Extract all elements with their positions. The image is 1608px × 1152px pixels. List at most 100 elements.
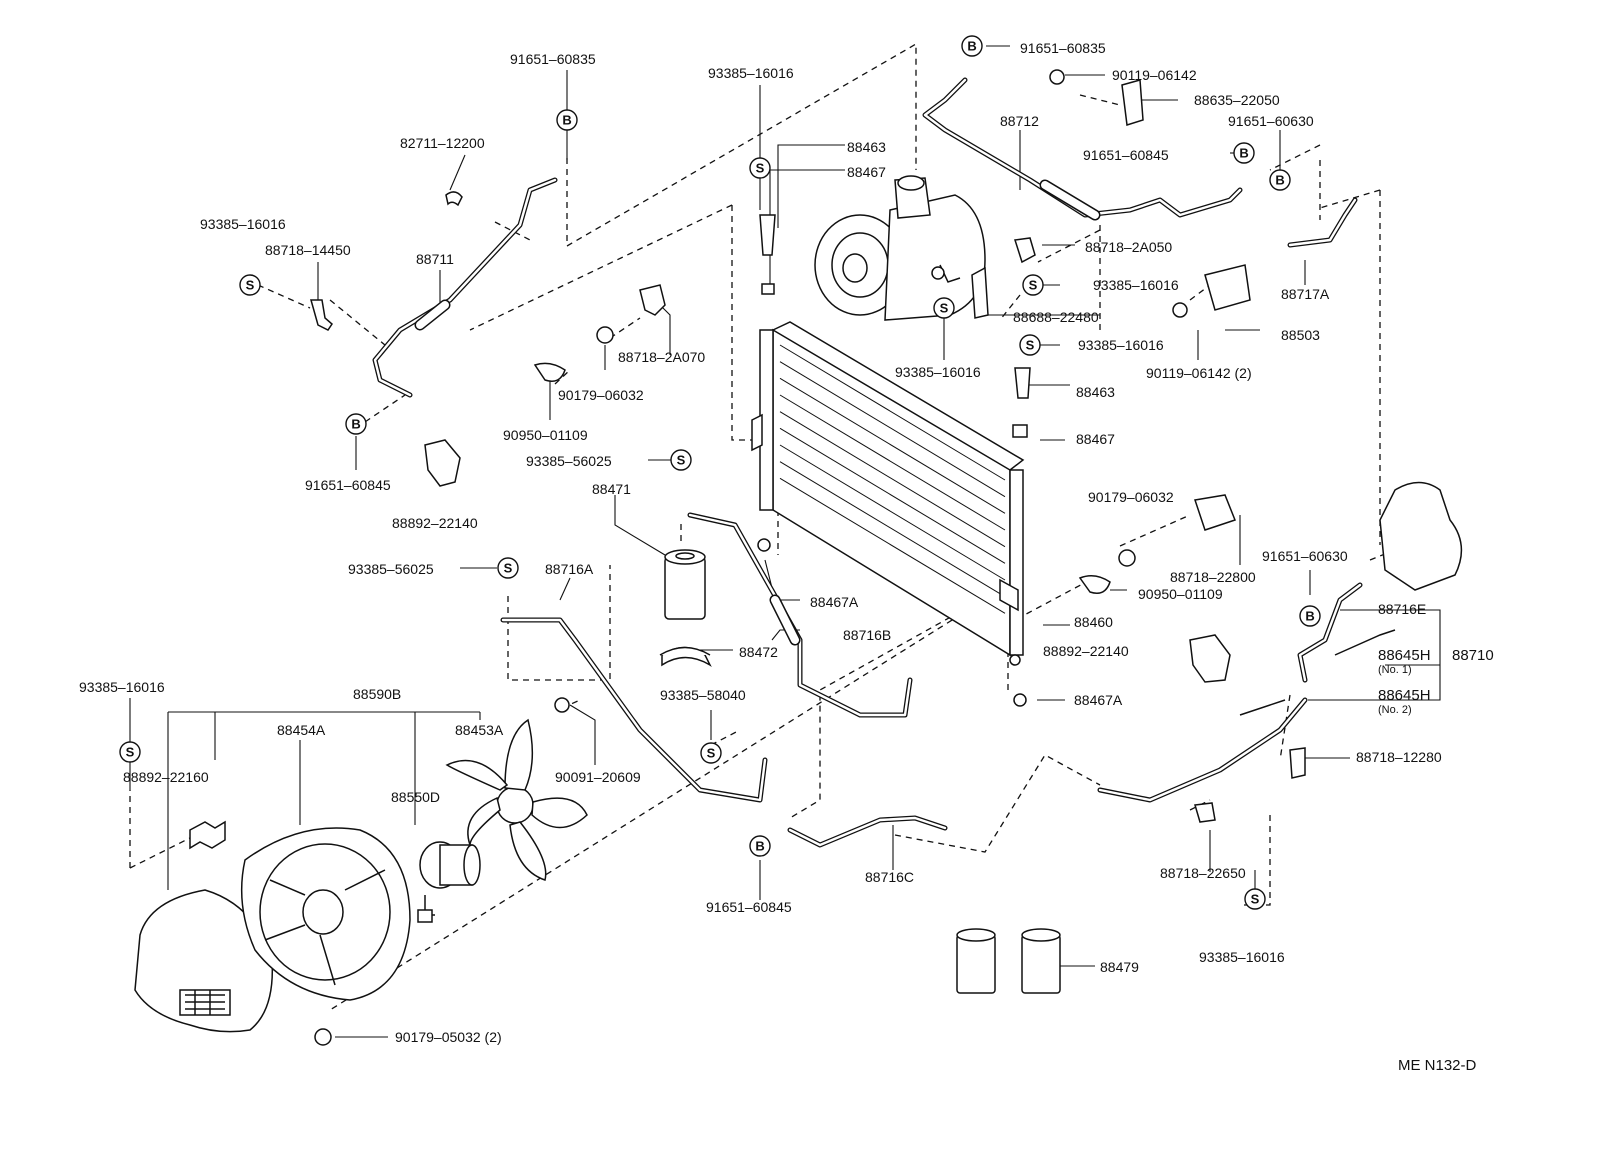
- condenser-fin-line: [779, 377, 1006, 514]
- label-93385-16016-l: 93385–16016: [200, 216, 286, 232]
- clamp-88718-2A070: [639, 284, 666, 316]
- label-88460: 88460: [1074, 614, 1113, 630]
- svg-text:B: B: [967, 39, 976, 54]
- assembly-guide-lines: [129, 42, 1421, 1011]
- label-90119-06142-2: 90119–06142 (2): [1146, 365, 1252, 381]
- label-93385-58040: 93385–58040: [660, 687, 746, 703]
- svg-text:B: B: [1275, 173, 1284, 188]
- label-93385-16016-br: 93385–16016: [1199, 949, 1285, 965]
- condenser-fin-line: [779, 411, 1006, 548]
- screw-marker: S: [700, 742, 722, 764]
- switch-88463-top: [759, 214, 776, 256]
- label-88717A: 88717A: [1281, 286, 1330, 302]
- leader-lines: [129, 45, 1441, 1038]
- svg-text:S: S: [1029, 278, 1038, 293]
- label-91651-60630-top: 91651–60630: [1228, 113, 1314, 129]
- label-93385-16016-top: 93385–16016: [708, 65, 794, 81]
- label-88463-top: 88463: [847, 139, 886, 155]
- clamp-88718-2A050: [1014, 237, 1036, 264]
- label-88716A: 88716A: [545, 561, 594, 577]
- label-88467A-r: 88467A: [1074, 692, 1123, 708]
- label-88718-22800: 88718–22800: [1170, 569, 1256, 585]
- bolt-90119-06142-2: [1172, 302, 1188, 318]
- label-91651-60835-r: 91651–60835: [1020, 40, 1106, 56]
- label-93385-56025-a: 93385–56025: [526, 453, 612, 469]
- label-90950-01109-l: 90950–01109: [503, 427, 588, 443]
- bolt-marker: B: [749, 835, 771, 857]
- condenser-fin-line: [779, 427, 1006, 564]
- cushion-88892-22140-l: [424, 439, 461, 487]
- hose-88711: [372, 177, 558, 398]
- svg-text:S: S: [756, 161, 765, 176]
- label-88463-r: 88463: [1076, 384, 1115, 400]
- label-88711: 88711: [416, 251, 454, 267]
- label-88716E: 88716E: [1378, 601, 1426, 617]
- bolt-marker: B: [1299, 605, 1321, 627]
- label-88453A: 88453A: [455, 722, 504, 738]
- bolt-markers: B B B B B B B: [345, 35, 1321, 857]
- small-hardware: [310, 69, 1463, 1046]
- label-91651-60845-l: 91651–60845: [305, 477, 391, 493]
- screw-markers: S S S S S S S S S S: [119, 157, 1266, 910]
- cap-88467-r: [1012, 424, 1028, 438]
- label-88590B: 88590B: [353, 686, 401, 702]
- label-88471: 88471: [592, 481, 631, 497]
- seal-90950-01109-r: [1078, 575, 1111, 594]
- screw-marker: S: [1022, 274, 1044, 296]
- condenser-fin-line: [779, 477, 1006, 614]
- bracket-88688-22480: [971, 266, 989, 319]
- fan-shroud-cover: [134, 889, 274, 1033]
- label-88550D: 88550D: [391, 789, 440, 805]
- bolt-marker: B: [1233, 142, 1255, 164]
- condenser-fin-line: [779, 394, 1006, 531]
- label-88454A: 88454A: [277, 722, 326, 738]
- bolt-90119-06142: [1049, 69, 1065, 85]
- label-90950-01109-r: 90950–01109: [1138, 586, 1223, 602]
- cap-88467-top: [761, 283, 775, 295]
- pipe-88716E: [1297, 582, 1363, 683]
- svg-text:S: S: [940, 301, 949, 316]
- clamp-88718-22650: [1194, 802, 1216, 823]
- cap-88467A-r: [1013, 693, 1027, 707]
- label-91651-60835-top: 91651–60835: [510, 51, 596, 67]
- label-88718-2A050: 88718–2A050: [1085, 239, 1172, 255]
- screw-marker: S: [1019, 334, 1041, 356]
- label-88645H-1: 88645H: [1378, 647, 1431, 664]
- label-88645H-2: 88645H: [1378, 687, 1431, 704]
- label-88645H-2-sub: (No. 2): [1378, 704, 1412, 716]
- pipes-and-hoses: [372, 77, 1396, 848]
- svg-text:S: S: [1251, 892, 1260, 907]
- label-88718-22650: 88718–22650: [1160, 865, 1246, 881]
- fan-shroud-88454A: [240, 827, 411, 1001]
- label-88467A-mid: 88467A: [810, 594, 859, 610]
- fan-shroud-right: [1379, 481, 1463, 591]
- label-88712: 88712: [1000, 113, 1039, 129]
- label-90179-06032-l: 90179–06032: [558, 387, 644, 403]
- svg-text:B: B: [755, 839, 764, 854]
- svg-text:B: B: [562, 113, 571, 128]
- label-90091-20609: 90091–20609: [555, 769, 641, 785]
- svg-text:S: S: [246, 278, 255, 293]
- nut-90179-05032: [314, 1028, 332, 1046]
- label-91651-60630-r: 91651–60630: [1262, 548, 1348, 564]
- label-88718-14450: 88718–14450: [265, 242, 351, 258]
- label-90179-05032-2: 90179–05032 (2): [395, 1029, 502, 1045]
- label-90179-06032-r: 90179–06032: [1088, 489, 1174, 505]
- clamp-88718-14450: [310, 299, 333, 331]
- svg-text:S: S: [504, 561, 513, 576]
- bolt-marker: B: [961, 35, 983, 57]
- label-88716C: 88716C: [865, 869, 914, 885]
- condenser-fin-line: [779, 444, 1006, 581]
- diagram-code: ME N132-D: [1398, 1057, 1477, 1074]
- screw-marker: S: [1244, 888, 1266, 910]
- valve-88503: [1204, 264, 1251, 311]
- condenser-fin-line: [779, 361, 1006, 498]
- switch-88463-r: [1014, 367, 1031, 399]
- svg-text:B: B: [1305, 609, 1314, 624]
- label-88892-22140-r: 88892–22140: [1043, 643, 1129, 659]
- label-88467-top: 88467: [847, 164, 886, 180]
- label-90119-06142: 90119–06142: [1112, 67, 1197, 83]
- screw-marker: S: [749, 157, 771, 179]
- label-93385-16016-r3: 93385–16016: [1078, 337, 1164, 353]
- screw-marker: S: [497, 557, 519, 579]
